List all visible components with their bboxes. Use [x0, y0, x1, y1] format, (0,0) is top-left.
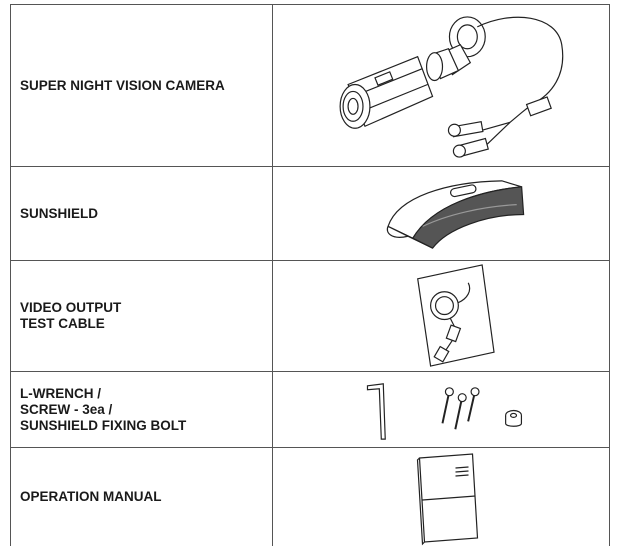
bullet-camera-icon — [272, 5, 610, 166]
item-label-line: VIDEO OUTPUT — [20, 300, 122, 315]
table-row-test-cable: VIDEO OUTPUT TEST CABLE — [10, 261, 610, 372]
package-contents-table: SUPER NIGHT VISION CAMERA — [10, 4, 610, 546]
table-row-manual: OPERATION MANUAL — [10, 448, 610, 546]
table-row-accessories: L-WRENCH / SCREW - 3ea / SUNSHIELD FIXIN… — [10, 372, 610, 448]
wrench-screws-bolt-icon — [272, 372, 610, 447]
item-label-line: SUNSHIELD — [20, 205, 99, 221]
item-label-line: SCREW - 3ea / — [20, 401, 113, 417]
manual-icon — [272, 448, 610, 546]
sunshield-icon — [272, 167, 610, 260]
item-label-line: SUNSHIELD FIXING BOLT — [20, 417, 187, 433]
item-label-camera: SUPER NIGHT VISION CAMERA — [20, 5, 275, 166]
item-label-accessories: L-WRENCH / SCREW - 3ea / SUNSHIELD FIXIN… — [20, 372, 275, 447]
item-label-line: SUPER NIGHT VISION CAMERA — [20, 77, 225, 93]
item-label-line: OPERATION MANUAL — [20, 489, 162, 504]
table-row-sunshield: SUNSHIELD — [10, 167, 610, 261]
test-cable-icon — [272, 261, 610, 371]
item-label-manual: OPERATION MANUAL — [20, 448, 275, 546]
item-label-test-cable: VIDEO OUTPUT TEST CABLE — [20, 261, 275, 371]
item-label-line: L-WRENCH / — [20, 385, 101, 401]
item-label-line: TEST CABLE — [20, 316, 105, 331]
table-row-camera: SUPER NIGHT VISION CAMERA — [10, 5, 610, 167]
item-label-sunshield: SUNSHIELD — [20, 167, 275, 260]
